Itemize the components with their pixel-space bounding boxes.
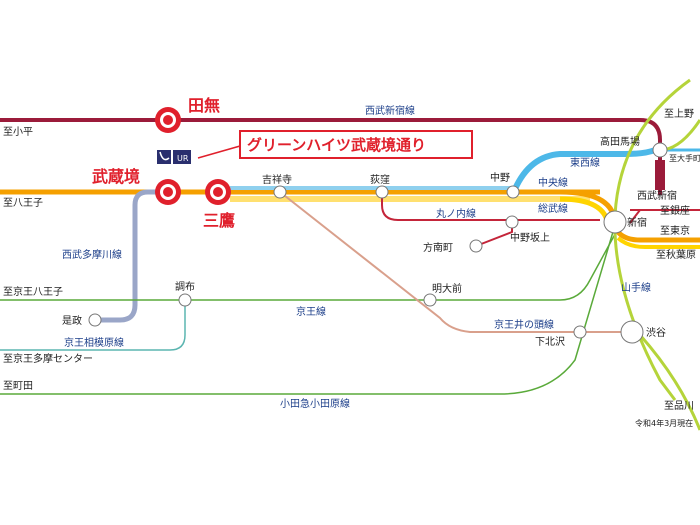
station-label-mitaka: 三鷹 [203,211,235,230]
tozai-line [512,147,657,191]
station-label-shibuya: 渋谷 [646,326,666,339]
station-label-nakano-sakaue: 中野坂上 [510,231,550,244]
station-label-musashisakai: 武蔵境 [92,167,140,186]
line-label-seibu-tamagawa: 西武多摩川線 [62,248,122,261]
direction-label-kodaira: 至小平 [3,126,33,138]
keio-sagamihara-line [0,300,186,351]
station-label-nakano: 中野 [490,171,510,184]
direction-label-otemachi: 至大手町 [669,153,700,163]
direction-label-keio-hachioji: 至京王八王子 [3,285,63,298]
station-label-koremasa: 是政 [62,314,82,327]
direction-label-keio-tama-center: 至京王多摩センター [3,352,93,365]
station-label-takadanobaba: 高田馬場 [600,135,640,148]
line-label-keio: 京王線 [296,305,326,318]
station-label-honancho: 方南町 [423,241,453,254]
line-label-yamanote: 山手線 [621,281,651,294]
direction-label-ueno: 至上野 [664,108,694,120]
station-marker-nakano [506,185,520,199]
callout-pointer [197,140,241,159]
callout-text: グリーンハイツ武蔵境通り [247,136,426,154]
marunouchi-to-ginza [629,209,641,224]
station-marker-chofu [178,293,192,307]
line-label-seibu-shinjuku: 西武新宿線 [365,104,415,117]
direction-label-tokyo: 至東京 [660,224,690,237]
station-label-shimokitazawa: 下北沢 [535,335,565,348]
station-marker-tanashi [155,107,181,133]
station-label-seibu-shinjuku: 西武新宿 [637,189,677,202]
station-marker-seibu-shinjuku [655,160,665,190]
odakyu-line [0,224,616,395]
chuo-line-east [616,230,700,243]
station-marker-ogikubo [375,185,389,199]
station-marker-meidaimae [423,293,437,307]
station-marker-shimokitazawa [573,325,587,339]
station-marker-shibuya [620,320,644,344]
line-label-keio-sagamihara: 京王相模原線 [64,336,124,349]
direction-label-shinagawa: 至品川 [664,400,694,412]
station-marker-honancho [469,239,483,253]
marunouchi-line [381,192,600,221]
seibu-tamagawa-line [95,189,168,323]
direction-label-akihabara: 至秋葉原 [656,248,696,261]
line-label-tozai: 東西線 [570,156,600,169]
line-label-sobu: 総武線 [538,202,568,215]
station-marker-koremasa [88,313,102,327]
station-marker-nakano-sakaue [505,215,519,229]
seibu-shinjuku-line [0,118,662,195]
station-label-tanashi: 田無 [188,96,220,115]
station-marker-takadanobaba [652,142,668,158]
keio-inokashira-line [279,191,632,333]
line-label-chuo: 中央線 [538,176,568,189]
direction-label-hachioji: 至八王子 [3,197,43,209]
keio-line [0,224,621,301]
date-note: 令和4年3月現在 [635,418,693,428]
station-marker-shinjuku [603,210,627,234]
station-label-chofu: 調布 [175,280,195,293]
station-label-kichijoji: 吉祥寺 [262,173,292,186]
station-marker-kichijoji [273,185,287,199]
line-label-keio-inokashira: 京王井の頭線 [494,318,554,331]
station-label-ogikubo: 荻窪 [370,173,390,186]
station-label-shinjuku: 新宿 [627,216,647,229]
direction-label-machida: 至町田 [3,380,33,392]
station-marker-mitaka [205,179,231,205]
ur-logo-text: UR [177,154,189,163]
line-label-marunouchi: 丸ノ内線 [436,207,476,220]
direction-label-ginza: 至銀座 [660,204,690,217]
ur-logo: UR [157,150,191,164]
yamanote-line-south [638,334,700,431]
sobu-line-east [616,236,700,249]
station-label-meidaimae: 明大前 [432,282,462,295]
station-marker-musashisakai [155,179,181,205]
line-label-odakyu: 小田急小田原線 [280,397,350,410]
callout-box [239,130,473,159]
